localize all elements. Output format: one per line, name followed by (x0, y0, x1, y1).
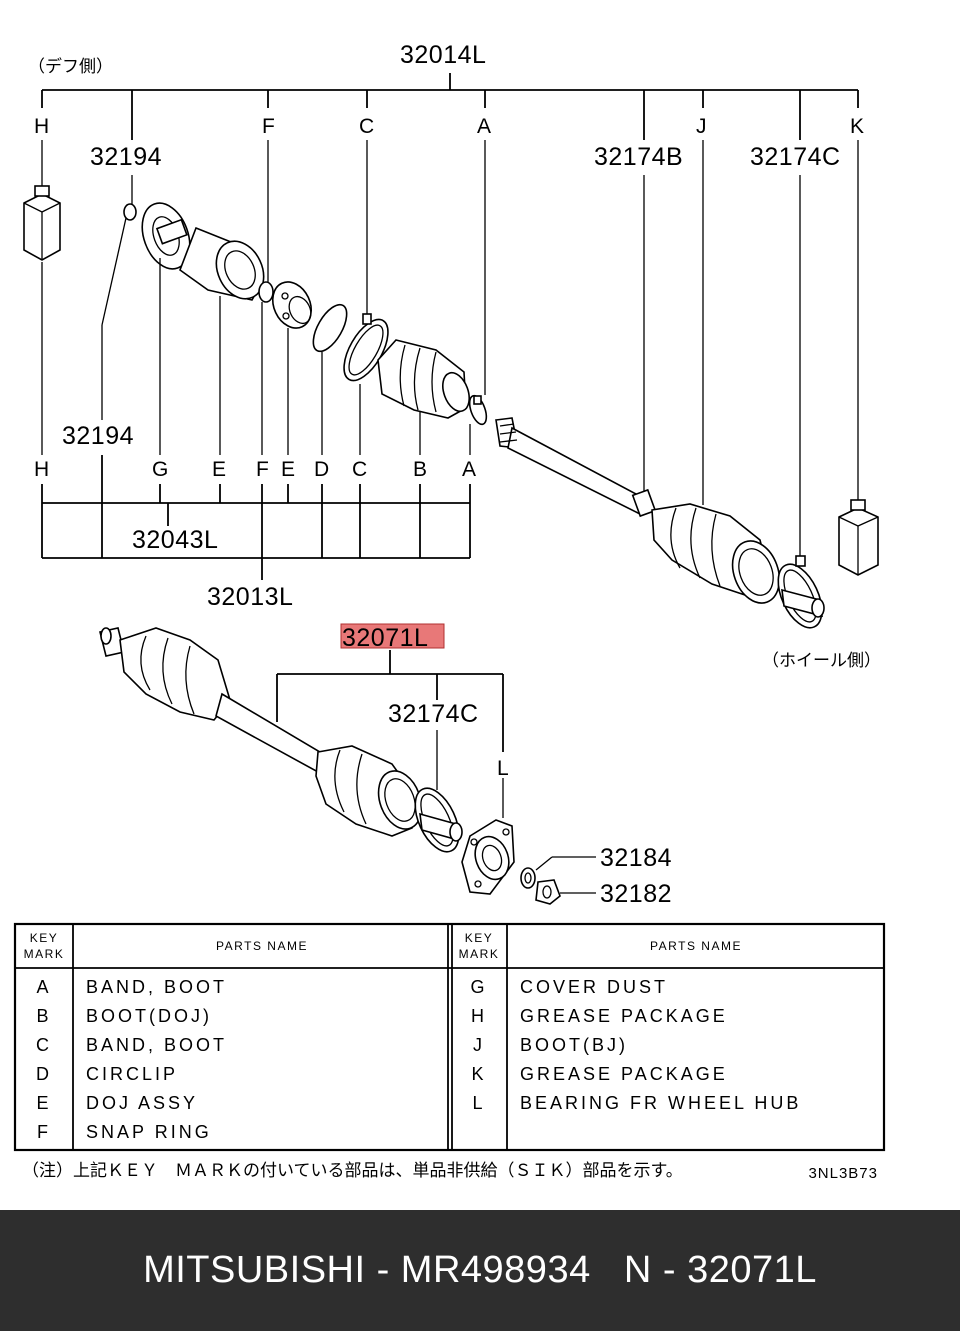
key-letter-bottom-D: D (314, 458, 329, 481)
dust-cover-G[interactable] (134, 197, 199, 276)
key-letter-bottom-A: A (462, 458, 476, 481)
grease-package-H[interactable] (23, 185, 61, 261)
row-name: BOOT(BJ) (520, 1035, 628, 1055)
row-key: K (471, 1064, 486, 1084)
part-number-32014L[interactable]: 32014L (400, 41, 486, 69)
parts-diagram: （デフ側） 32014L 32194 32174B 32174C H F C A… (13, 41, 886, 1182)
bracket-32071L (276, 650, 504, 818)
part-number-32174C-top[interactable]: 32174C (750, 143, 841, 171)
parts-table (13, 922, 886, 1152)
key-letter-bottom-E: E (212, 458, 226, 481)
row-name: SNAP RING (86, 1122, 212, 1142)
key-letter-bottom-E2: E (281, 458, 295, 481)
header-parts-name-right: PARTS NAME (650, 939, 742, 953)
table-header: KEY MARK PARTS NAME KEY MARK PARTS NAME (24, 931, 742, 961)
part-number-32174C-bottom[interactable]: 32174C (388, 700, 479, 728)
footnote: （注）上記ＫＥＹ ＭＡＲＫの付いている部品は、単品非供給（ＳＩＫ）部品を示す。 (22, 1161, 683, 1180)
band-boot-A[interactable] (466, 394, 489, 427)
doj-inner-race-E[interactable] (266, 276, 319, 335)
washer-32184[interactable] (520, 856, 596, 889)
drawing-code: 3NL3B73 (808, 1165, 878, 1182)
row-name: GREASE PACKAGE (520, 1064, 728, 1084)
row-key: G (470, 977, 487, 997)
part-number-32182[interactable]: 32182 (600, 880, 672, 908)
key-letter-top-J: J (696, 115, 707, 138)
part-number-32184[interactable]: 32184 (600, 844, 672, 872)
row-name: BEARING FR WHEEL HUB (520, 1093, 801, 1113)
part-number-32043L[interactable]: 32043L (132, 526, 218, 554)
part-number-32174B[interactable]: 32174B (594, 143, 683, 171)
key-letter-L: L (497, 757, 509, 780)
key-letter-top-F: F (262, 115, 275, 138)
header-key-line2-left: MARK (24, 947, 65, 961)
boot-bj-J[interactable] (651, 503, 788, 610)
boot-doj-B[interactable] (377, 339, 474, 419)
key-letter-bottom-F: F (256, 458, 269, 481)
row-key: L (472, 1093, 485, 1113)
row-name: COVER DUST (520, 977, 668, 997)
footer-bar: MITSUBISHI - MR498934 N - 32071L (0, 1210, 960, 1331)
row-name: GREASE PACKAGE (520, 1006, 728, 1026)
bracket-32043L-32013L (41, 455, 471, 580)
header-parts-name-left: PARTS NAME (216, 939, 308, 953)
part-number-32194-bottom[interactable]: 32194 (62, 422, 134, 450)
drive-shaft-top[interactable] (495, 417, 657, 518)
header-key-line1-left: KEY (30, 931, 59, 945)
row-key: A (36, 977, 51, 997)
row-name: BOOT(DOJ) (86, 1006, 212, 1026)
row-key: F (37, 1122, 51, 1142)
key-letter-bottom-G: G (152, 458, 168, 481)
leader-lines-top (41, 140, 859, 560)
row-key: J (473, 1035, 485, 1055)
key-letter-top-K: K (850, 115, 864, 138)
part-number-32071L[interactable]: 32071L (342, 624, 428, 652)
leader-lines-bottom (159, 258, 471, 455)
part-number-32194-top[interactable]: 32194 (90, 143, 162, 171)
row-name: CIRCLIP (86, 1064, 178, 1084)
part-number-32013L[interactable]: 32013L (207, 583, 293, 611)
key-letter-top-A: A (477, 115, 491, 138)
key-letter-top-C: C (359, 115, 374, 138)
wheel-side-label: （ホイール側） (762, 651, 881, 670)
diff-side-label: （デフ側） (28, 56, 113, 76)
row-name: BAND, BOOT (86, 977, 227, 997)
footer-part-title: MITSUBISHI - MR498934 N - 32071L (143, 1249, 817, 1291)
table-rows-left: A BAND, BOOT B BOOT(DOJ) C BAND, BOOT D … (36, 977, 227, 1142)
grease-package-K[interactable] (838, 499, 879, 576)
row-name: DOJ ASSY (86, 1093, 198, 1113)
table-rows-right: G COVER DUST H GREASE PACKAGE J BOOT(BJ)… (470, 977, 801, 1113)
wheel-hub-bearing-L[interactable] (461, 819, 515, 895)
key-letter-bottom-B: B (413, 458, 427, 481)
row-key: C (36, 1035, 52, 1055)
row-key: D (36, 1064, 52, 1084)
header-key-line1-right: KEY (465, 931, 494, 945)
row-key: E (36, 1093, 51, 1113)
circlip-D[interactable] (307, 299, 354, 356)
key-letter-bottom-H: H (34, 458, 49, 481)
doj-outer-race-E[interactable] (179, 226, 273, 306)
snap-ring-F[interactable] (258, 281, 274, 303)
row-key: B (36, 1006, 51, 1026)
row-key: H (471, 1006, 487, 1026)
key-letter-bottom-C: C (352, 458, 367, 481)
nut-32182[interactable] (535, 879, 596, 905)
small-ring-32194[interactable] (123, 203, 137, 221)
assembly-bracket-32014L (41, 73, 859, 140)
header-key-line2-right: MARK (459, 947, 500, 961)
band-boot-32174C-top[interactable] (769, 555, 830, 634)
key-letter-top-H: H (34, 115, 49, 138)
drive-shaft-assembly-32071L[interactable] (99, 627, 468, 858)
row-name: BAND, BOOT (86, 1035, 227, 1055)
highlight-32071L (340, 623, 445, 649)
